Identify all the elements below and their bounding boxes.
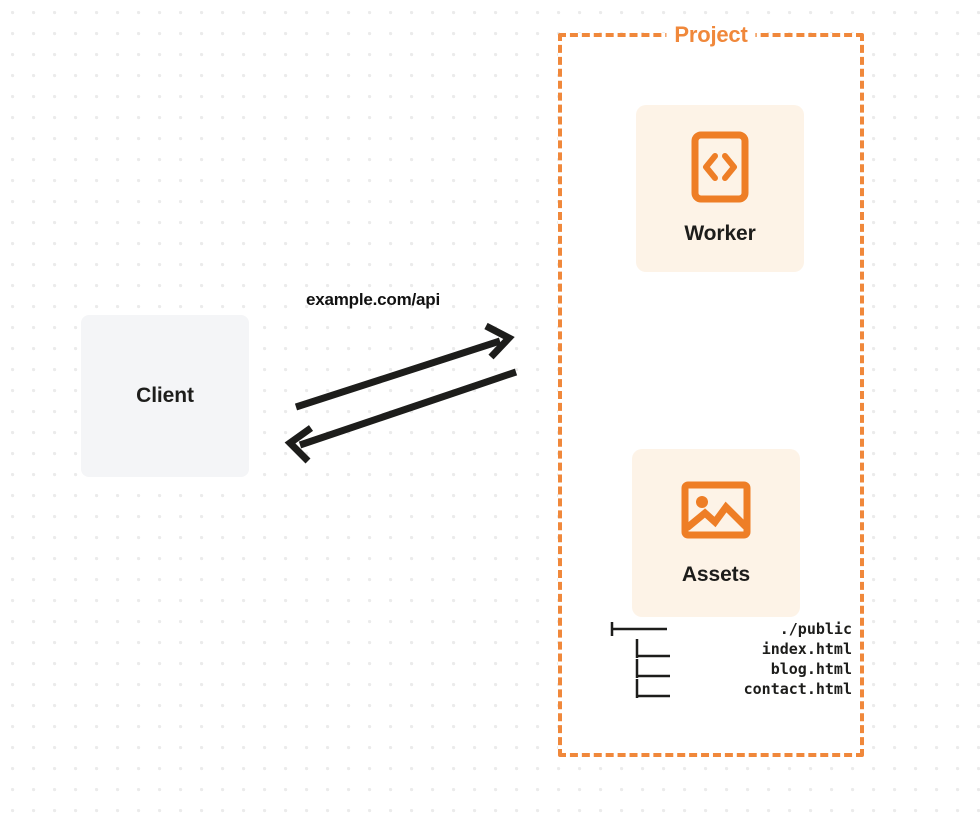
assets-node-label: Assets xyxy=(681,562,751,586)
edge-label-api-endpoint: example.com/api xyxy=(306,290,441,309)
response-arrow xyxy=(284,368,518,464)
file-tree-row-file: blog.html xyxy=(610,659,855,679)
file-tree-file-label: blog.html xyxy=(770,660,852,678)
tree-leaf-icon xyxy=(635,659,670,678)
tree-leaf-icon xyxy=(635,679,670,698)
project-container-title: Project xyxy=(666,22,756,48)
file-tree-row-file: index.html xyxy=(610,639,855,659)
file-tree-row-file: contact.html xyxy=(610,679,855,699)
file-tree-file-label: contact.html xyxy=(743,680,852,698)
client-node-label: Client xyxy=(136,384,194,407)
client-node[interactable]: Client xyxy=(81,315,249,477)
worker-node-label: Worker xyxy=(684,222,756,245)
file-tree-root-label: ./public xyxy=(779,620,852,638)
file-tree-file-label: index.html xyxy=(761,640,852,658)
assets-file-tree: ./public index.html blog.html xyxy=(610,619,855,699)
assets-node[interactable]: Assets xyxy=(632,449,800,617)
worker-node[interactable]: Worker xyxy=(636,105,804,272)
project-container: Project Worker Assets xyxy=(558,22,864,757)
tree-branch-icon xyxy=(610,622,667,636)
tree-leaf-icon xyxy=(635,639,670,658)
code-brackets-icon xyxy=(691,131,749,208)
request-arrow xyxy=(294,322,515,411)
image-icon xyxy=(681,480,751,545)
file-tree-row-root: ./public xyxy=(610,619,855,639)
